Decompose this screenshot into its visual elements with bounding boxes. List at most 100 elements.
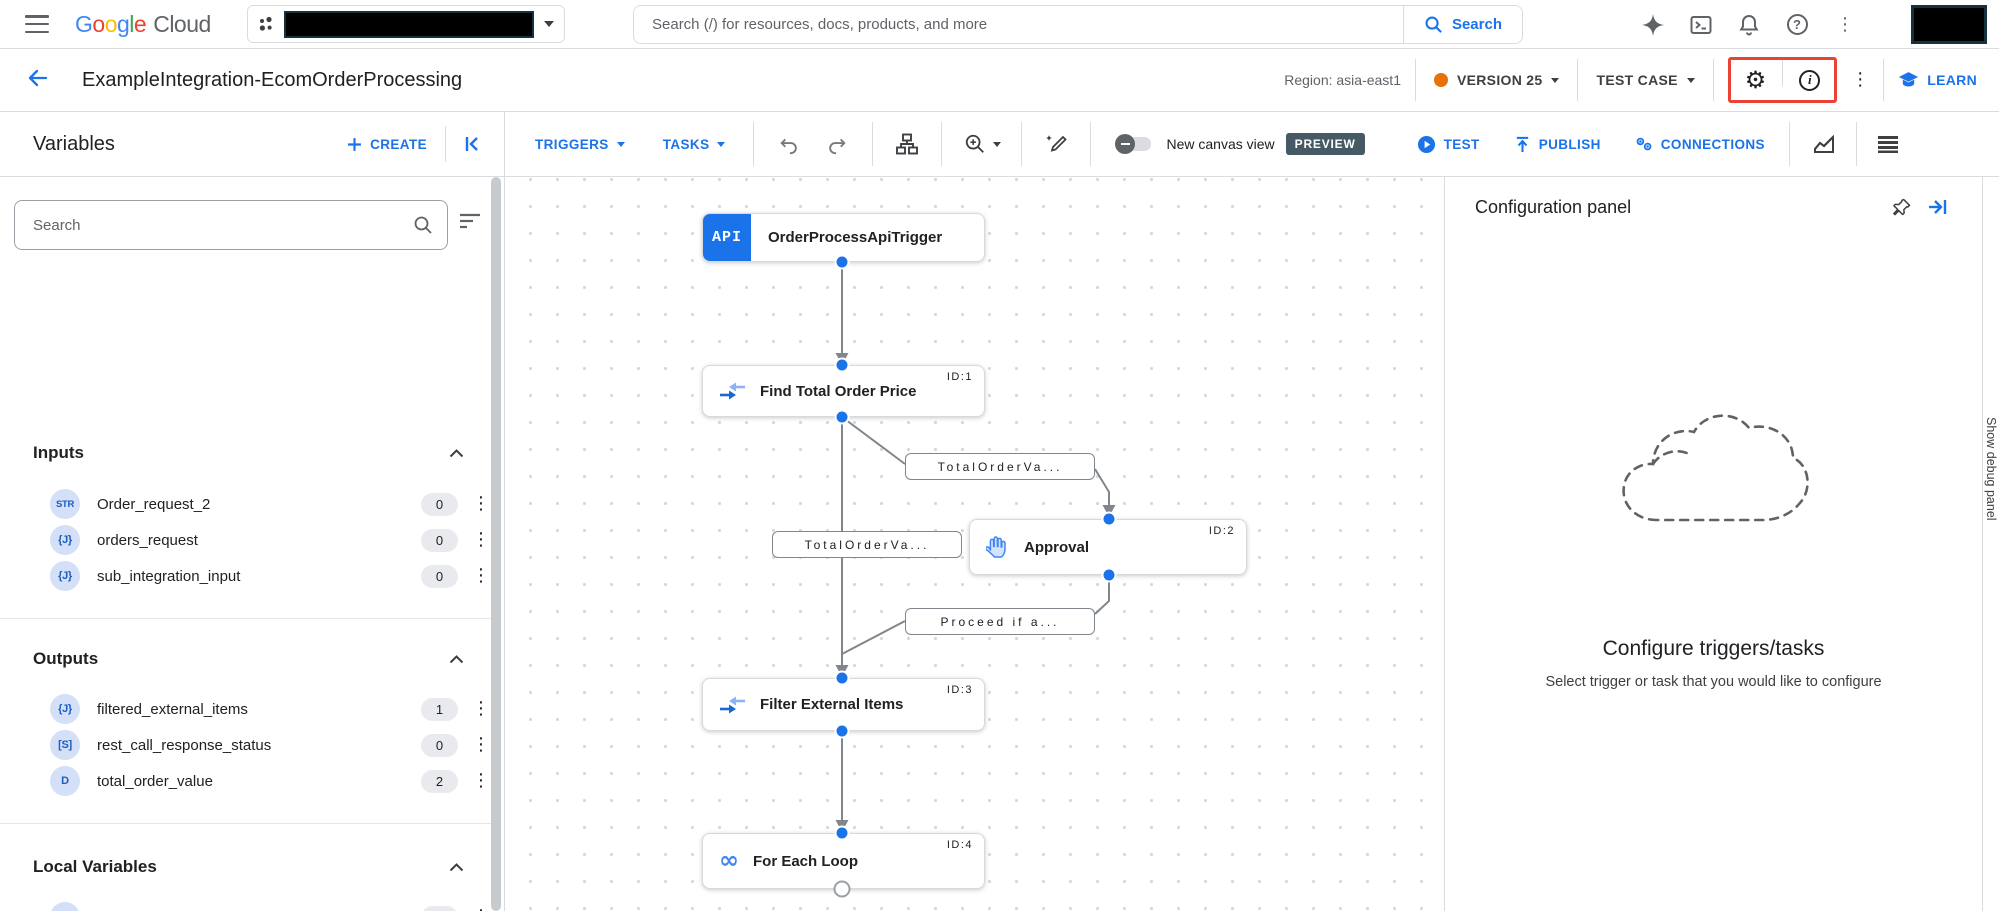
version-dropdown[interactable]: VERSION 25 <box>1430 72 1563 88</box>
connection-port <box>834 409 850 425</box>
variable-row: [S] rest_call_response_status 0 ⋮ <box>0 727 490 763</box>
node-for-each-loop[interactable]: ∞ For Each Loop ID:4 <box>702 833 985 889</box>
node-order-process-api-trigger[interactable]: API OrderProcessApiTrigger <box>702 213 985 262</box>
api-trigger-badge: API <box>703 214 751 261</box>
edge-condition-label[interactable]: TotalOrderVa... <box>772 531 962 558</box>
integration-canvas[interactable]: API OrderProcessApiTrigger Find Total Or… <box>505 177 1444 911</box>
collapse-panel-left-icon[interactable] <box>464 135 484 153</box>
global-search: Search <box>633 5 1523 44</box>
variable-count-badge: 1 <box>421 697 458 721</box>
divider <box>445 126 446 162</box>
project-selector[interactable] <box>246 5 565 43</box>
variable-type-badge: D <box>50 766 80 796</box>
cloud-shell-icon[interactable] <box>1677 1 1725 49</box>
new-canvas-view-toggle[interactable] <box>1115 134 1153 154</box>
more-options-kebab-icon[interactable]: ⋮ <box>1836 13 1854 35</box>
triggers-dropdown[interactable]: TRIGGERS <box>535 137 625 152</box>
kebab-menu-icon[interactable]: ⋮ <box>472 493 490 514</box>
metrics-chart-icon[interactable] <box>1812 132 1836 156</box>
variable-name: sub_integration_input <box>97 567 241 585</box>
test-case-dropdown[interactable]: TEST CASE <box>1592 72 1698 88</box>
variable-type-badge: {J} <box>50 902 80 911</box>
notifications-bell-icon[interactable] <box>1725 1 1773 49</box>
preview-badge: PREVIEW <box>1285 133 1365 155</box>
redo-icon[interactable] <box>826 133 848 155</box>
connection-port <box>834 723 850 739</box>
magic-edit-icon[interactable] <box>1044 132 1068 156</box>
variables-search-input[interactable] <box>15 216 413 234</box>
variables-search <box>14 200 448 250</box>
kebab-menu-icon[interactable]: ⋮ <box>472 565 490 586</box>
chevron-down-icon <box>717 141 726 147</box>
section-header-outputs[interactable]: Outputs <box>33 649 464 669</box>
publish-button[interactable]: PUBLISH <box>1514 136 1601 153</box>
chevron-up-icon[interactable] <box>449 862 464 872</box>
kebab-menu-icon[interactable]: ⋮ <box>472 529 490 550</box>
undo-icon[interactable] <box>778 133 800 155</box>
play-circle-icon <box>1417 135 1435 153</box>
publish-icon <box>1516 136 1528 152</box>
redacted-project-name <box>283 10 534 38</box>
data-mapping-icon <box>719 696 746 714</box>
pin-icon[interactable] <box>1884 189 1920 225</box>
collapse-panel-right-icon[interactable] <box>1920 189 1956 225</box>
auto-layout-icon[interactable] <box>895 132 919 156</box>
zoom-dropdown[interactable] <box>964 133 1002 155</box>
connections-icon <box>1636 137 1652 151</box>
gemini-sparkle-icon[interactable] <box>1629 1 1677 49</box>
edge-condition-label[interactable]: TotalOrderVa... <box>905 453 1095 480</box>
new-canvas-view-label: New canvas view <box>1166 136 1275 152</box>
divider <box>1577 59 1579 101</box>
node-find-total-order-price[interactable]: Find Total Order Price ID:1 <box>702 365 985 417</box>
connection-port <box>834 825 850 841</box>
connections-button[interactable]: CONNECTIONS <box>1635 135 1765 153</box>
kebab-menu-icon[interactable]: ⋮ <box>472 908 490 911</box>
help-icon[interactable]: ? <box>1773 1 1821 49</box>
node-filter-external-items[interactable]: Filter External Items ID:3 <box>702 678 985 731</box>
variable-count-badge: 0 <box>421 528 458 552</box>
triggers-label: TRIGGERS <box>535 136 609 152</box>
chevron-down-icon <box>1686 77 1695 83</box>
project-dots-icon <box>259 16 272 31</box>
tasks-dropdown[interactable]: TASKS <box>663 137 726 152</box>
connection-port <box>833 880 851 898</box>
global-search-input[interactable] <box>634 16 1403 33</box>
variable-row: {J} sub_integration_input 0 ⋮ <box>0 558 490 594</box>
show-debug-panel-tab[interactable]: Show debug panel <box>1982 177 1999 911</box>
learn-button[interactable]: LEARN <box>1898 71 1977 89</box>
variable-type-badge: {J} <box>50 694 80 724</box>
data-mapping-icon <box>719 382 746 400</box>
version-status-dot <box>1434 73 1448 87</box>
variables-panel: Inputs STR Order_request_2 0 ⋮ {J} order… <box>0 177 505 911</box>
sidebar-scrollbar[interactable] <box>491 177 501 911</box>
connection-port <box>834 670 850 686</box>
chevron-up-icon[interactable] <box>449 448 464 458</box>
chevron-down-icon <box>543 21 554 27</box>
node-id-label: ID:3 <box>946 684 973 696</box>
divider <box>0 823 492 824</box>
edge-condition-label[interactable]: Proceed if a... <box>905 608 1095 635</box>
kebab-menu-icon[interactable]: ⋮ <box>472 770 490 791</box>
configuration-panel-title: Configuration panel <box>1475 196 1632 217</box>
execution-log-list-icon[interactable] <box>1877 135 1899 153</box>
kebab-menu-icon[interactable]: ⋮ <box>472 698 490 719</box>
settings-gear-icon[interactable]: ⚙ <box>1744 66 1767 94</box>
section-header-inputs[interactable]: Inputs <box>33 443 464 463</box>
kebab-menu-icon[interactable]: ⋮ <box>472 734 490 755</box>
back-arrow-icon[interactable] <box>26 66 50 95</box>
avatar[interactable] <box>1911 5 1987 44</box>
chevron-up-icon[interactable] <box>449 654 464 664</box>
chevron-down-icon <box>616 141 625 147</box>
menu-icon[interactable] <box>25 15 49 33</box>
section-header-local-variables[interactable]: Local Variables <box>33 857 464 877</box>
variable-type-badge: {J} <box>50 561 80 591</box>
info-icon[interactable]: i <box>1799 69 1821 91</box>
loop-icon: ∞ <box>719 846 739 875</box>
search-button[interactable]: Search <box>1402 6 1522 43</box>
more-options-kebab-icon[interactable]: ⋮ <box>1851 69 1870 90</box>
filter-sort-icon[interactable] <box>459 213 481 234</box>
chevron-down-icon <box>1551 77 1560 83</box>
test-button[interactable]: TEST <box>1417 135 1480 154</box>
create-variable-button[interactable]: CREATE <box>347 137 427 152</box>
show-debug-panel-label: Show debug panel <box>1984 417 1998 521</box>
